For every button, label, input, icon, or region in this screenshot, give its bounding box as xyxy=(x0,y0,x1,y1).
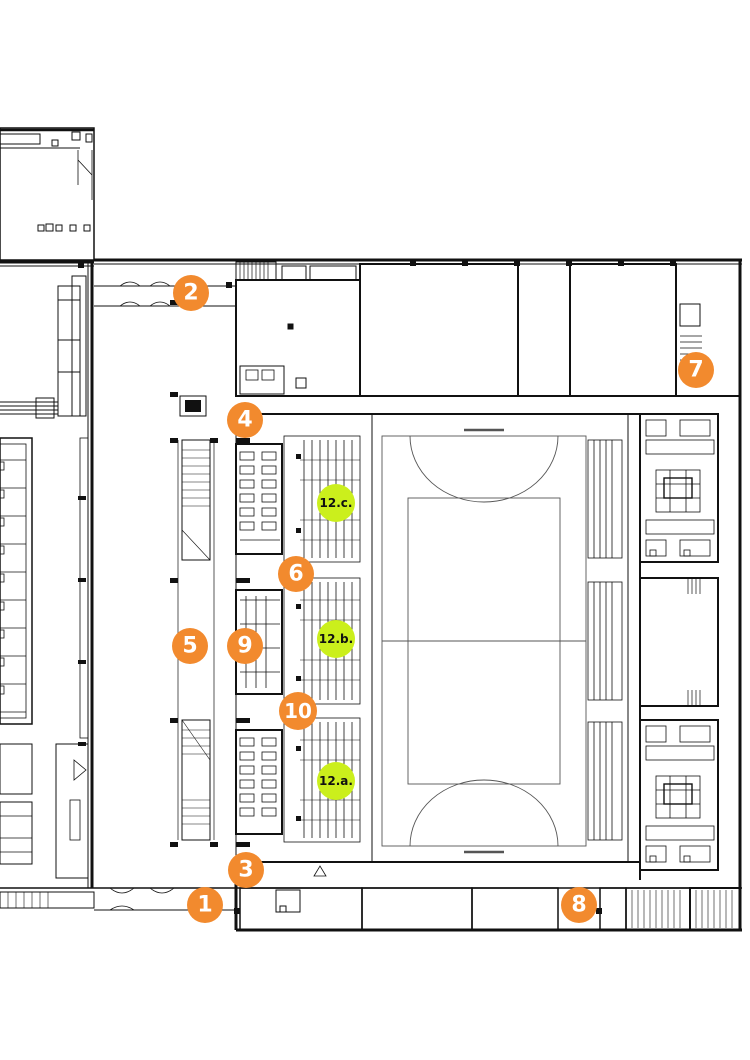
marker-10-label: 10 xyxy=(284,699,312,723)
zone-12a-circle xyxy=(317,762,355,800)
zone-12a[interactable]: 12.a. xyxy=(317,762,355,800)
marker-8-label: 8 xyxy=(571,893,586,918)
east-locker-rooms xyxy=(639,413,719,871)
marker-6[interactable]: 6 xyxy=(278,556,314,592)
zone-12b-label: 12.b. xyxy=(319,632,353,646)
marker-7[interactable]: 7 xyxy=(678,352,714,388)
marker-1[interactable]: 1 xyxy=(187,887,223,923)
foyer xyxy=(170,260,676,877)
left-building xyxy=(0,260,95,909)
marker-1-label: 1 xyxy=(197,893,212,918)
marker-4-label: 4 xyxy=(237,408,252,433)
marker-7-circle xyxy=(678,352,714,388)
bottom-rooms xyxy=(234,887,741,931)
marker-9-circle xyxy=(227,628,263,664)
marker-5-circle xyxy=(172,628,208,664)
marker-10-circle xyxy=(279,692,317,730)
zone-labels: 12.c. 12.b. 12.a. xyxy=(317,484,355,800)
top-rooms xyxy=(235,261,741,397)
zone-12a-label: 12.a. xyxy=(319,774,353,788)
marker-5[interactable]: 5 xyxy=(172,628,208,664)
marker-6-circle xyxy=(278,556,314,592)
arena-hall xyxy=(235,413,641,880)
handball-court xyxy=(381,428,587,854)
marker-3[interactable]: 3 xyxy=(228,852,264,888)
marker-4[interactable]: 4 xyxy=(227,402,263,438)
marker-2-label: 2 xyxy=(183,281,198,306)
zone-12c-circle xyxy=(317,484,355,522)
zone-12c-label: 12.c. xyxy=(320,496,353,510)
marker-2-circle xyxy=(173,275,209,311)
marker-9-label: 9 xyxy=(237,634,252,659)
zone-12b-circle xyxy=(317,620,355,658)
zone-12c[interactable]: 12.c. xyxy=(317,484,355,522)
marker-8-circle xyxy=(561,887,597,923)
marker-6-label: 6 xyxy=(288,562,303,587)
zone-12b[interactable]: 12.b. xyxy=(317,620,355,658)
marker-2[interactable]: 2 xyxy=(173,275,209,311)
marker-9[interactable]: 9 xyxy=(227,628,263,664)
marker-5-label: 5 xyxy=(182,634,197,659)
upper-left-annex xyxy=(0,127,95,261)
marker-3-label: 3 xyxy=(238,858,253,883)
marker-3-circle xyxy=(228,852,264,888)
main-building-walls xyxy=(94,258,742,932)
location-markers: 1 2 3 4 5 6 7 8 xyxy=(172,275,714,923)
marker-1-circle xyxy=(187,887,223,923)
marker-4-circle xyxy=(227,402,263,438)
marker-10[interactable]: 10 xyxy=(279,692,317,730)
marker-7-label: 7 xyxy=(688,358,703,383)
marker-8[interactable]: 8 xyxy=(561,887,597,923)
